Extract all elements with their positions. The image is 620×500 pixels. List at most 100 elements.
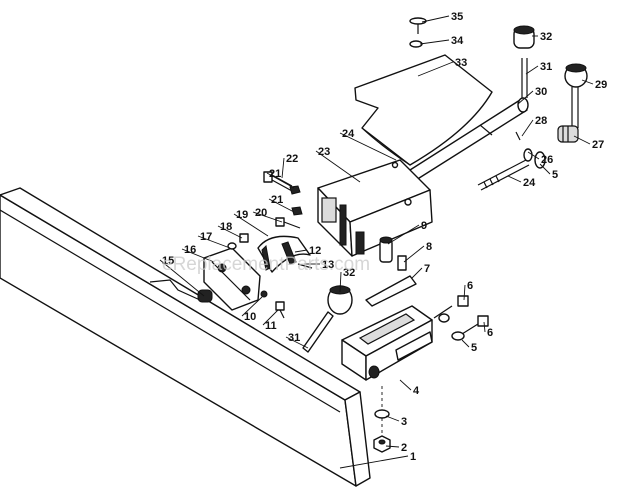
- callout-label-19: 19: [236, 209, 248, 221]
- part-15-knob: [197, 289, 213, 303]
- callout-label-16: 16: [184, 244, 196, 256]
- callout-label-1: 1: [410, 451, 416, 463]
- callout-label-6: 6: [467, 280, 473, 292]
- callout-leader-21: [266, 172, 295, 189]
- callout-leader-4: [399, 379, 412, 391]
- part-5-washer: [523, 148, 533, 162]
- callout-label-31: 31: [540, 61, 552, 73]
- callout-leader-33: [417, 61, 454, 77]
- part-21-nut-upper: [289, 185, 301, 195]
- callout-leader-6: [483, 321, 486, 333]
- part-10-11-screws: [260, 290, 285, 319]
- part-26-washer: [534, 151, 546, 169]
- callout-label-2: 2: [401, 442, 407, 454]
- callout-leader-12: [294, 249, 308, 253]
- part-22-bolt: [263, 171, 293, 192]
- part-33-cover: [354, 54, 493, 166]
- callout-label-32: 32: [343, 267, 355, 279]
- callout-leader-34: [419, 39, 450, 45]
- callout-leader-5: [539, 163, 551, 175]
- part-23-carriage: [317, 159, 433, 257]
- callout-label-9: 9: [421, 220, 427, 232]
- callout-label-24: 24: [342, 128, 355, 140]
- callout-leader-19: [233, 213, 269, 237]
- part-21-nut-lower: [291, 206, 303, 216]
- callout-label-26: 26: [541, 154, 553, 166]
- callout-label-13: 13: [322, 259, 334, 271]
- callout-label-29: 29: [595, 79, 607, 91]
- callout-leader-31: [285, 336, 309, 349]
- callout-leader-8: [403, 245, 425, 263]
- callout-leader-23: [315, 150, 361, 183]
- part-6-bolt-lower: [461, 315, 489, 335]
- callout-label-31: 31: [288, 332, 300, 344]
- callout-leader-2: [385, 445, 400, 448]
- part-13-screw: [297, 263, 313, 269]
- callout-leader-18: [217, 225, 243, 239]
- callout-leader-24: [507, 175, 522, 183]
- callout-label-34: 34: [451, 35, 464, 47]
- callout-leader-24: [339, 132, 397, 161]
- callout-label-7: 7: [424, 263, 430, 275]
- part-24-threaded-rod: [477, 159, 530, 191]
- callout-leader-27: [573, 135, 591, 145]
- callout-leader-15: [159, 259, 205, 297]
- part-5-washer-lower: [451, 331, 465, 341]
- callout-label-17: 17: [200, 231, 212, 243]
- part-31-32-knob-upper: [513, 25, 535, 98]
- callout-label-33: 33: [455, 57, 467, 69]
- part-12-clamp: [257, 235, 311, 273]
- callout-label-3: 3: [401, 416, 407, 428]
- callout-leader-26: [527, 151, 540, 160]
- callout-label-30: 30: [535, 86, 547, 98]
- callout-label-15: 15: [162, 255, 174, 267]
- callout-label-6: 6: [487, 327, 493, 339]
- callout-label-10: 10: [244, 311, 256, 323]
- part-20-screw: [275, 217, 301, 229]
- callout-leader-7: [411, 267, 423, 279]
- part-2-nut: [373, 435, 391, 453]
- part-17-18-fasteners: [227, 233, 249, 250]
- callout-label-4: 4: [413, 385, 420, 397]
- callout-label-5: 5: [552, 169, 558, 181]
- callout-leader-6: [463, 284, 466, 301]
- callout-leader-21: [268, 198, 295, 213]
- callout-leader-30: [517, 90, 534, 105]
- callout-label-27: 27: [592, 139, 604, 151]
- callout-label-20: 20: [255, 207, 267, 219]
- part-35-screw: [409, 17, 427, 34]
- callout-leader-28: [521, 119, 534, 137]
- callout-label-28: 28: [535, 115, 547, 127]
- callout-leader-32: [339, 271, 342, 293]
- callout-label-23: 23: [318, 146, 330, 158]
- callout-leader-35: [421, 15, 450, 23]
- callout-label-12: 12: [309, 245, 321, 257]
- callout-label-35: 35: [451, 11, 463, 23]
- callout-leader-5: [461, 339, 470, 348]
- callout-label-8: 8: [426, 241, 432, 253]
- callout-label-22: 22: [286, 153, 298, 165]
- callout-label-32: 32: [540, 31, 552, 43]
- watermark: eReplacementParts.com: [162, 254, 370, 275]
- callout-leader-17: [197, 235, 231, 249]
- callout-leader-10: [241, 296, 263, 317]
- callout-leader-3: [385, 415, 400, 422]
- callout-label-21: 21: [269, 168, 281, 180]
- callout-leader-20: [252, 211, 283, 223]
- callout-leaders: [159, 15, 594, 469]
- part-29-knob-right: [564, 63, 588, 128]
- callout-leader-31: [525, 65, 539, 75]
- part-9-post: [379, 236, 393, 263]
- callout-label-21: 21: [271, 194, 283, 206]
- part-4-base: [341, 305, 433, 381]
- part-1-rail: [0, 187, 371, 487]
- callout-leader-1: [339, 455, 409, 469]
- callout-leader-9: [387, 224, 420, 245]
- part-27-collar: [557, 125, 579, 143]
- part-28-pin: [515, 131, 521, 141]
- callout-leader-11: [262, 309, 279, 326]
- callout-leader-16: [181, 248, 215, 263]
